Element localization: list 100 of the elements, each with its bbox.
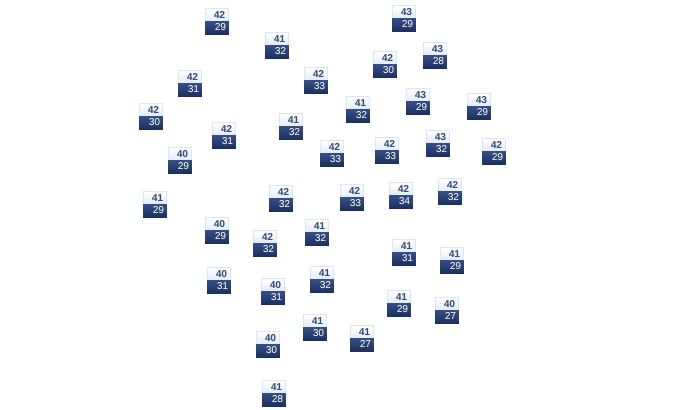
upper-value: 41 xyxy=(265,32,289,45)
lower-value: 29 xyxy=(205,230,229,244)
upper-value: 42 xyxy=(320,140,344,153)
value-marker xyxy=(305,219,329,246)
lower-value: 33 xyxy=(340,197,364,211)
lower-value: 28 xyxy=(262,393,286,407)
lower-value: 31 xyxy=(261,291,285,305)
value-marker xyxy=(205,217,229,244)
value-marker xyxy=(467,93,491,120)
upper-value: 40 xyxy=(205,217,229,230)
lower-value: 32 xyxy=(253,243,277,257)
upper-value: 42 xyxy=(304,67,328,80)
value-marker xyxy=(261,278,285,305)
lower-value: 31 xyxy=(392,252,416,266)
value-marker xyxy=(389,182,413,209)
lower-value: 27 xyxy=(435,310,459,324)
upper-value: 41 xyxy=(392,239,416,252)
value-marker xyxy=(482,138,506,165)
upper-value: 43 xyxy=(467,93,491,106)
upper-value: 42 xyxy=(269,185,293,198)
lower-value: 29 xyxy=(482,151,506,165)
upper-value: 42 xyxy=(139,103,163,116)
value-marker xyxy=(304,67,328,94)
upper-value: 40 xyxy=(207,267,231,280)
upper-value: 42 xyxy=(340,184,364,197)
lower-value: 32 xyxy=(438,191,462,205)
value-marker xyxy=(265,32,289,59)
value-marker xyxy=(423,42,447,69)
lower-value: 31 xyxy=(178,83,202,97)
upper-value: 42 xyxy=(253,230,277,243)
upper-value: 41 xyxy=(440,247,464,260)
value-marker xyxy=(406,88,430,115)
upper-value: 42 xyxy=(212,122,236,135)
value-marker xyxy=(262,380,286,407)
value-marker xyxy=(207,267,231,294)
value-marker xyxy=(340,184,364,211)
upper-value: 41 xyxy=(143,191,167,204)
upper-value: 42 xyxy=(438,178,462,191)
upper-value: 43 xyxy=(406,88,430,101)
value-marker xyxy=(392,5,416,32)
upper-value: 41 xyxy=(305,219,329,232)
lower-value: 31 xyxy=(207,280,231,294)
value-marker xyxy=(303,314,327,341)
lower-value: 33 xyxy=(320,153,344,167)
value-marker xyxy=(375,137,399,164)
upper-value: 42 xyxy=(482,138,506,151)
upper-value: 42 xyxy=(373,51,397,64)
upper-value: 43 xyxy=(392,5,416,18)
lower-value: 32 xyxy=(265,45,289,59)
upper-value: 41 xyxy=(310,266,334,279)
lower-value: 29 xyxy=(440,260,464,274)
lower-value: 29 xyxy=(406,101,430,115)
value-marker xyxy=(346,96,370,123)
lower-value: 34 xyxy=(389,195,413,209)
lower-value: 29 xyxy=(143,204,167,218)
upper-value: 42 xyxy=(205,8,229,21)
upper-value: 40 xyxy=(261,278,285,291)
upper-value: 43 xyxy=(423,42,447,55)
lower-value: 32 xyxy=(346,109,370,123)
value-marker xyxy=(279,113,303,140)
lower-value: 30 xyxy=(373,64,397,78)
value-marker xyxy=(392,239,416,266)
value-marker xyxy=(269,185,293,212)
upper-value: 40 xyxy=(168,147,192,160)
value-marker xyxy=(212,122,236,149)
upper-value: 43 xyxy=(426,130,450,143)
value-marker xyxy=(373,51,397,78)
upper-value: 42 xyxy=(375,137,399,150)
lower-value: 31 xyxy=(212,135,236,149)
value-marker xyxy=(387,290,411,317)
lower-value: 29 xyxy=(387,303,411,317)
lower-value: 32 xyxy=(305,232,329,246)
upper-value: 42 xyxy=(178,70,202,83)
lower-value: 33 xyxy=(304,80,328,94)
lower-value: 30 xyxy=(303,327,327,341)
lower-value: 29 xyxy=(392,18,416,32)
upper-value: 41 xyxy=(346,96,370,109)
lower-value: 30 xyxy=(256,344,280,358)
lower-value: 27 xyxy=(350,338,374,352)
value-marker xyxy=(320,140,344,167)
upper-value: 40 xyxy=(256,331,280,344)
lower-value: 33 xyxy=(375,150,399,164)
value-marker xyxy=(178,70,202,97)
lower-value: 32 xyxy=(310,279,334,293)
value-marker xyxy=(205,8,229,35)
value-marker xyxy=(253,230,277,257)
lower-value: 32 xyxy=(426,143,450,157)
lower-value: 32 xyxy=(269,198,293,212)
lower-value: 29 xyxy=(205,21,229,35)
value-marker xyxy=(310,266,334,293)
lower-value: 30 xyxy=(139,116,163,130)
value-marker xyxy=(426,130,450,157)
value-marker xyxy=(168,147,192,174)
value-marker xyxy=(438,178,462,205)
lower-value: 28 xyxy=(423,55,447,69)
value-marker xyxy=(143,191,167,218)
upper-value: 42 xyxy=(389,182,413,195)
value-marker xyxy=(350,325,374,352)
value-marker xyxy=(435,297,459,324)
value-marker xyxy=(440,247,464,274)
